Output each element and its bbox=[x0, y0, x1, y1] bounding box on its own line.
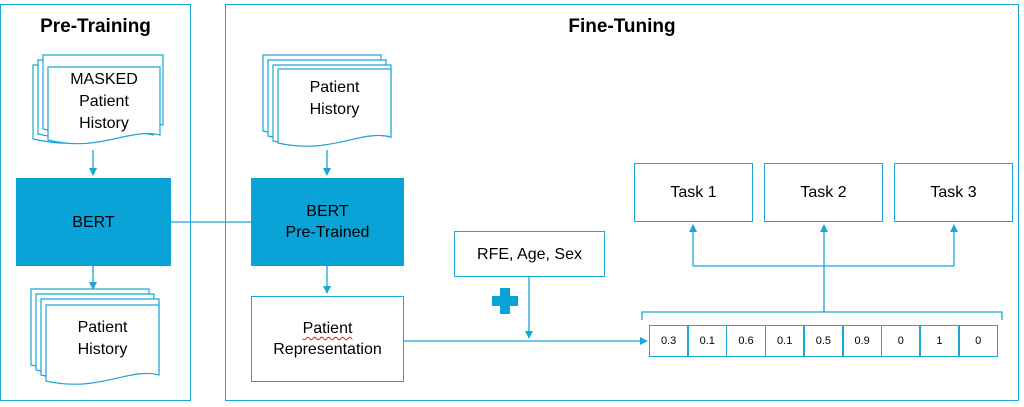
bert-pretrained-box: BERT Pre-Trained bbox=[251, 178, 404, 266]
vector-cell: 0 bbox=[958, 325, 998, 357]
patient-representation-word1: Patient bbox=[302, 320, 353, 337]
vector-cell: 0.6 bbox=[726, 325, 766, 357]
vector-cell: 0.9 bbox=[842, 325, 882, 357]
patient-representation-word2: Representation bbox=[273, 341, 382, 358]
plus-icon bbox=[492, 288, 518, 314]
vector-cell: 0 bbox=[881, 325, 921, 357]
vector-cell: 0.1 bbox=[687, 325, 727, 357]
pretraining-output-label: Patient History bbox=[77, 319, 128, 358]
vector-brace bbox=[641, 311, 1003, 320]
finetune-history-label: Patient History bbox=[309, 79, 360, 118]
pretraining-title: Pre-Training bbox=[40, 16, 151, 37]
vector-cell: 0.3 bbox=[649, 325, 689, 357]
task-2-label: Task 2 bbox=[800, 184, 847, 201]
task-3-box: Task 3 bbox=[894, 163, 1013, 222]
bert-box: BERT bbox=[16, 178, 171, 266]
task-1-label: Task 1 bbox=[670, 184, 717, 201]
bert-pretrained-label: BERT Pre-Trained bbox=[285, 203, 370, 241]
task-1-box: Task 1 bbox=[634, 163, 753, 222]
pretraining-output-document: Patient History bbox=[30, 288, 161, 389]
document-stack-icon bbox=[32, 54, 164, 145]
finetuning-title: Fine-Tuning bbox=[568, 16, 676, 37]
vector-cell: 1 bbox=[919, 325, 960, 357]
vector-cell: 0.1 bbox=[765, 325, 805, 357]
bert-label: BERT bbox=[72, 213, 115, 231]
features-label: RFE, Age, Sex bbox=[477, 245, 582, 263]
vector-cell: 0.5 bbox=[803, 325, 843, 357]
features-box: RFE, Age, Sex bbox=[454, 231, 605, 277]
masked-history-label: MASKED Patient History bbox=[70, 71, 138, 132]
task-3-label: Task 3 bbox=[930, 184, 977, 201]
document-stack-icon bbox=[262, 54, 392, 147]
finetune-history-document: Patient History bbox=[262, 54, 393, 155]
document-stack-icon bbox=[30, 288, 160, 385]
patient-representation-box: Patient Representation bbox=[251, 296, 404, 382]
task-2-box: Task 2 bbox=[764, 163, 883, 222]
masked-history-document: MASKED Patient History bbox=[32, 54, 164, 155]
